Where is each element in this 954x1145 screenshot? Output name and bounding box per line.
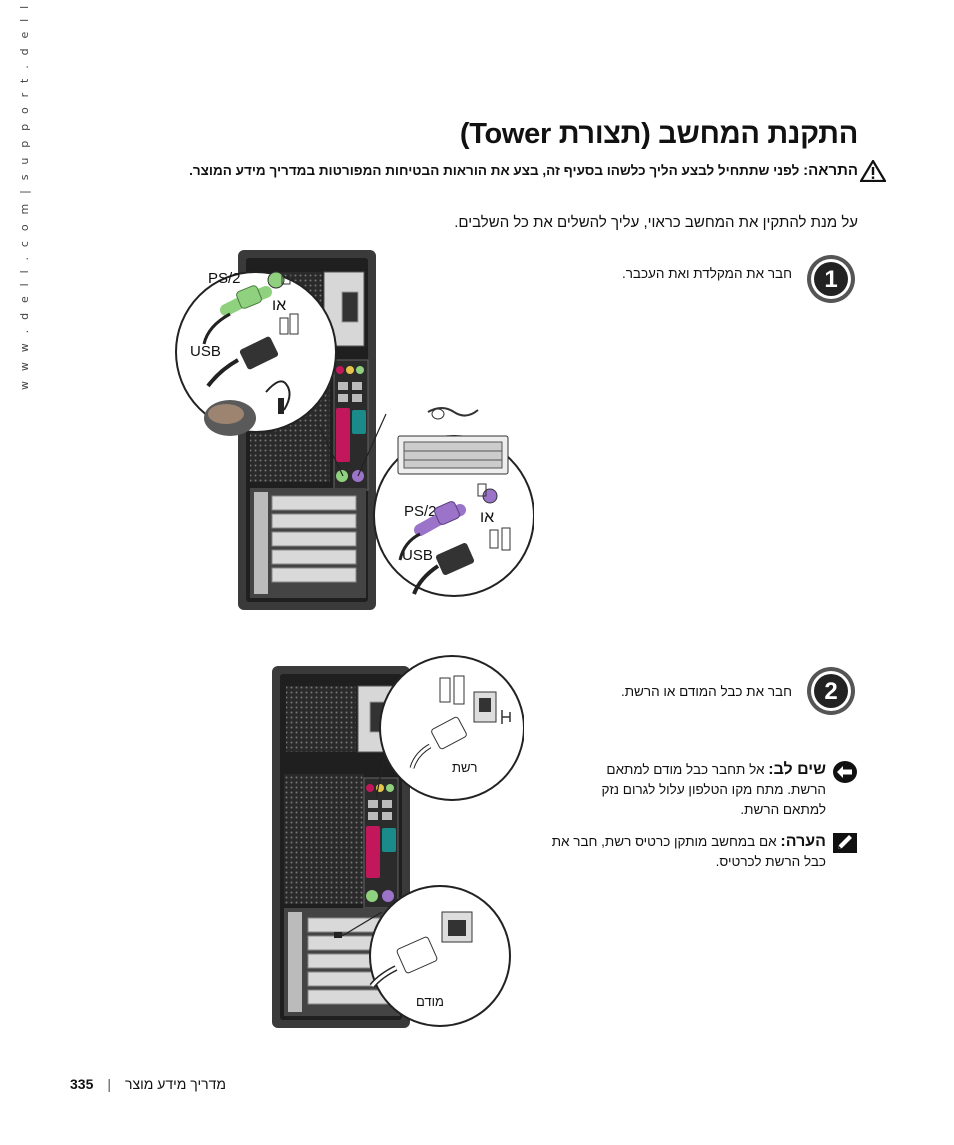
network-label: רשת	[452, 760, 477, 775]
page-title: התקנת המחשב (תצורת Tower)	[459, 118, 858, 150]
warning-text: לפני שתתחיל לבצע הליך כלשהו בסעיף זה, בצ…	[189, 163, 800, 178]
usb-label-top: USB	[190, 343, 221, 360]
note-label: הערה:	[780, 833, 826, 850]
step-1-text: חבר את המקלדת ואת העכבר.	[621, 266, 792, 281]
footer: 335 | מדריך מידע מוצר	[70, 1076, 226, 1092]
footer-guide-name: מדריך מידע מוצר	[125, 1076, 226, 1092]
note-block: הערה: אם במחשב מותקן כרטיס רשת, חבר את כ…	[536, 832, 857, 872]
warning-label: התראה:	[803, 162, 858, 179]
step-2-number: 2	[824, 678, 837, 705]
step-1-number: 1	[824, 266, 837, 293]
caution-block: שים לב: אל תחבר כבל מודם למתאם הרשת. מתח…	[586, 760, 857, 820]
warning-triangle-icon	[859, 158, 887, 188]
intro-text: על מנת להתקין את המחשב כראוי, עליך להשלי…	[454, 214, 858, 231]
ps2-label-top: PS/2	[208, 270, 241, 287]
note-pencil-icon	[832, 832, 858, 860]
warning-block: התראה: לפני שתתחיל לבצע הליך כלשהו בסעיף…	[178, 158, 887, 183]
caution-arrow-icon	[832, 760, 858, 790]
footer-separator: |	[107, 1076, 111, 1092]
step-2-badge: 2	[806, 666, 856, 716]
caution-text: אל תחבר כבל מודם למתאם הרשת. מתח מקו הטל…	[601, 762, 826, 817]
usb-label-bottom: USB	[402, 547, 433, 564]
note-text: אם במחשב מותקן כרטיס רשת, חבר את כבל הרש…	[551, 834, 826, 869]
page-number: 335	[70, 1076, 94, 1092]
ps2-label-bottom: PS/2	[404, 503, 437, 520]
caution-label: שים לב:	[768, 761, 826, 778]
step-2-text: חבר את כבל המודם או הרשת.	[620, 684, 792, 699]
figure-modem-network: רשת מודם	[264, 650, 525, 1037]
modem-label: מודם	[416, 994, 444, 1009]
or-label-top: או	[272, 297, 286, 314]
or-label-bottom: או	[480, 509, 494, 526]
step-1-badge: 1	[806, 254, 856, 304]
figure-keyboard-mouse: PS/2 או USB PS/2 או USB	[168, 248, 535, 623]
side-url: w w w . d e l l . c o m | s u p p o r t …	[18, 0, 31, 390]
